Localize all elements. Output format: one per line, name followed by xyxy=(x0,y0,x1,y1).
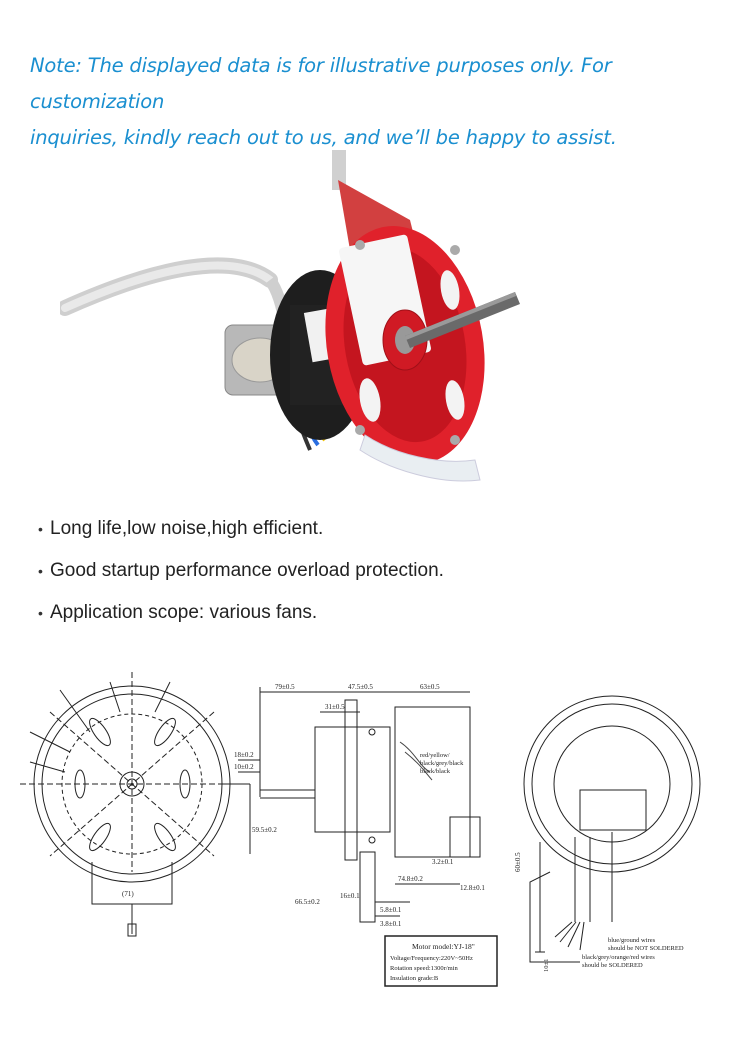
rear-dim-label: 60±0.5 xyxy=(514,852,522,872)
disclaimer-note: Note: The displayed data is for illustra… xyxy=(30,48,730,156)
technical-drawings: (71) 79±0.5 47.5±0.5 63±0.5 31±0.5 18±0.… xyxy=(20,672,701,987)
dim-label: 59.5±0.2 xyxy=(252,826,277,834)
dim-label: 16±0.1 xyxy=(340,892,360,900)
dim-label: 3.8±0.1 xyxy=(380,920,402,928)
rear-dim-label: 10±1 xyxy=(543,959,550,972)
dim-label: 79±0.5 xyxy=(275,683,295,691)
side-view-drawing xyxy=(238,687,481,923)
bullet-icon: • xyxy=(38,521,43,537)
spec-line: Insulation grade:B xyxy=(390,975,439,982)
rear-wire-label: should be NOT SOLDERED xyxy=(608,945,684,952)
motor-product-photo xyxy=(60,150,520,482)
note-line-2: inquiries, kindly reach out to us, and w… xyxy=(30,126,617,149)
bullet-icon: • xyxy=(38,605,43,621)
spec-box xyxy=(384,935,498,987)
rear-wire-label: blue/ground wires xyxy=(608,937,656,944)
front-view-label: (71) xyxy=(122,890,134,898)
dim-label: 66.5±0.2 xyxy=(295,898,320,906)
bullet-icon: • xyxy=(38,563,43,579)
note-line-1: Note: The displayed data is for illustra… xyxy=(30,54,612,113)
spec-line: Rotation speed:1300r/min xyxy=(390,965,458,972)
front-view-drawing xyxy=(20,672,251,937)
dim-label: 74.8±0.2 xyxy=(398,875,423,883)
spec-line: Voltage/Frequency:220V~50Hz xyxy=(390,955,473,962)
feature-item: •Application scope: various fans. xyxy=(38,596,444,638)
dim-label: 18±0.2 xyxy=(234,751,254,759)
dim-label: 31±0.5 xyxy=(325,703,345,711)
spec-title: Motor model:YJ-18" xyxy=(412,942,475,951)
dim-label: 5.8±0.1 xyxy=(380,906,402,914)
dim-label: 47.5±0.5 xyxy=(348,683,373,691)
dim-label: 12.8±0.1 xyxy=(460,884,485,892)
feature-item: •Long life,low noise,high efficient. xyxy=(38,512,444,554)
rear-wire-label: should be SOLDERED xyxy=(582,962,643,969)
dim-label: 63±0.5 xyxy=(420,683,440,691)
wire-label: black/grey/black xyxy=(420,760,464,767)
rear-wire-label: black/grey/orange/red wires xyxy=(582,954,655,961)
feature-list: •Long life,low noise,high efficient. •Go… xyxy=(38,512,444,638)
wire-label: red/yellow/ xyxy=(420,752,450,759)
dim-label: 3.2±0.1 xyxy=(432,858,454,866)
feature-item: •Good startup performance overload prote… xyxy=(38,554,444,596)
rear-view-drawing xyxy=(523,695,701,963)
wire-label: black/black xyxy=(420,768,451,775)
dim-label: 10±0.2 xyxy=(234,763,254,771)
